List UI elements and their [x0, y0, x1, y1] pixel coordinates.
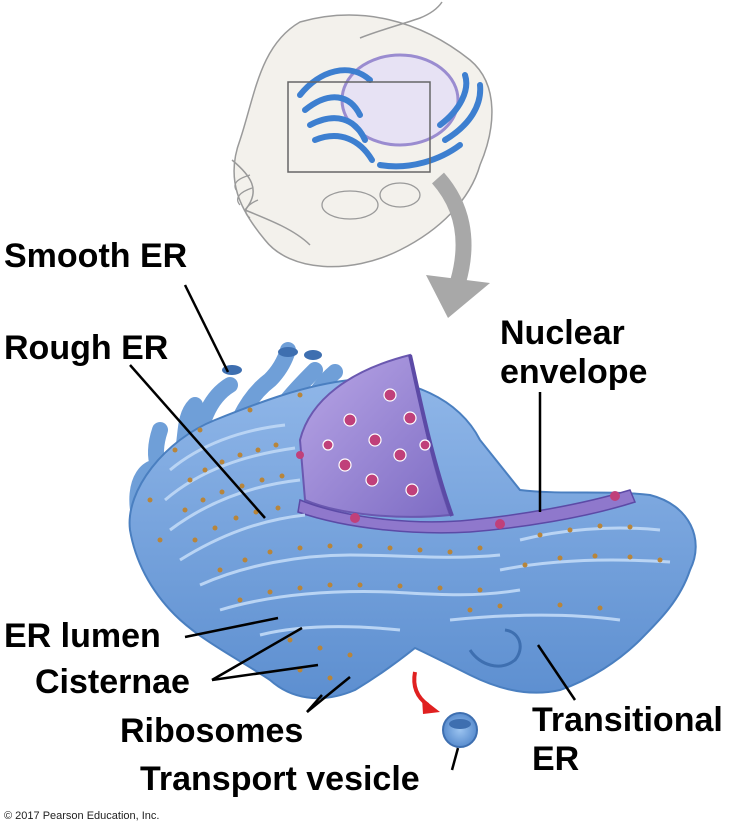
envelope-pores [296, 451, 620, 529]
zoom-arrow [426, 172, 490, 318]
transitional-er-bulge [468, 628, 522, 668]
budding-arrow [412, 671, 440, 714]
cell-overview-thumbnail [231, 1, 493, 268]
label-ribosomes: Ribosomes [120, 712, 304, 750]
ribosomes-dots [147, 392, 663, 681]
smooth-er-openings [222, 347, 322, 375]
leader-transport-vesicle [450, 747, 460, 771]
leader-er-lumen [184, 616, 279, 639]
transport-vesicle [442, 712, 478, 748]
label-transitional-er-line2: ER [532, 740, 580, 778]
nuclear-pores [322, 388, 431, 497]
label-smooth-er: Smooth ER [4, 237, 188, 275]
cisternae-folds [164, 423, 671, 637]
leader-smooth-er [183, 284, 230, 373]
flagellum-line [359, 1, 443, 39]
leader-cisternae-1 [211, 626, 303, 682]
leader-cisternae-2 [211, 663, 319, 682]
label-nuclear-envelope-line1: Nuclear [500, 314, 625, 352]
thumbnail-zoom-box [287, 81, 431, 173]
cell-membrane-fold [231, 159, 311, 246]
label-transitional-er-line1: Transitional [532, 701, 723, 739]
label-nuclear-envelope-line2: envelope [500, 353, 648, 391]
label-transport-vesicle: Transport vesicle [140, 760, 420, 798]
copyright-notice: © 2017 Pearson Education, Inc. [4, 810, 160, 822]
leader-ribosomes-2 [306, 676, 351, 713]
label-rough-er: Rough ER [4, 329, 169, 367]
leader-rough-er [129, 364, 266, 519]
leader-transitional-er [536, 644, 577, 701]
leader-lines [129, 284, 577, 771]
thumbnail-organelles [234, 174, 421, 220]
thumbnail-er-blue [297, 67, 484, 170]
er-illustration [128, 342, 697, 748]
label-cisternae: Cisternae [35, 663, 190, 701]
nuclear-envelope-band [297, 489, 637, 534]
nuclear-envelope-rim [408, 354, 454, 517]
label-er-lumen: ER lumen [4, 617, 161, 655]
